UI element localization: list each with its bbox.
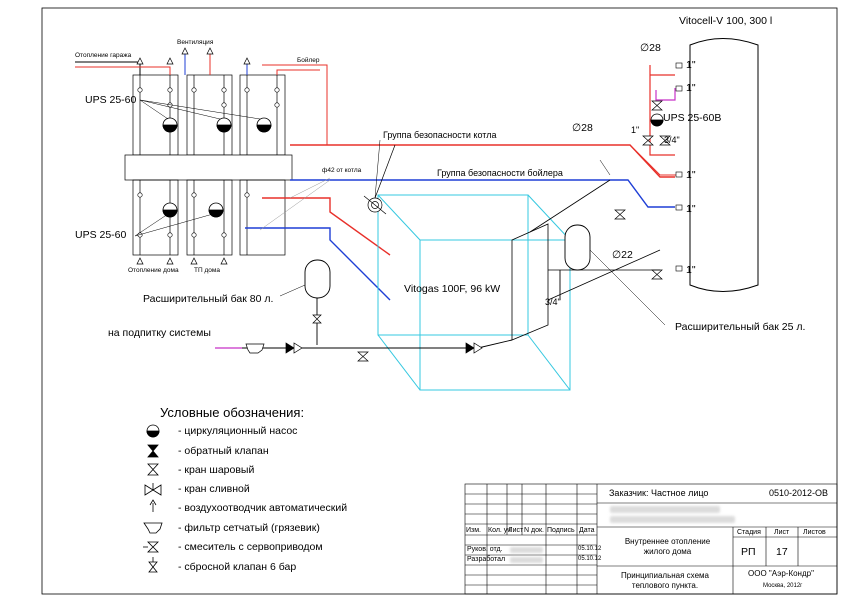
legend-icons [143, 424, 163, 573]
company-name: ООО "Аэр-Кондр" [748, 569, 814, 578]
annotation-leaders [259, 139, 666, 326]
drawing-frame [41, 7, 838, 595]
legend-title: Условные обозначения: [160, 405, 305, 420]
address-redacted [610, 516, 735, 523]
address-redacted [610, 506, 720, 513]
drain-valve-icon [144, 483, 162, 496]
inch-label: 1" [686, 203, 696, 215]
vitocell-tank [689, 38, 759, 292]
ups-label-top: UPS 25-60 [85, 94, 137, 106]
heating-garage-label: Отопление гаража [75, 52, 132, 59]
stage-header: Стадия [737, 529, 761, 536]
role-label: Разработал [467, 556, 506, 563]
tank-lines [649, 65, 676, 156]
expansion-tank-25 [564, 224, 591, 271]
servo-mixer-icon [143, 541, 159, 553]
inch-label: 1" [686, 59, 696, 71]
tank-ports [675, 62, 683, 272]
legend-item: - циркуляционный насос [178, 425, 298, 437]
role-label: Руков. отд. [467, 546, 503, 553]
ups-label-bottom: UPS 25-60 [75, 229, 127, 241]
arrow-icon [136, 47, 251, 265]
date-field: 05.10.12 [578, 546, 602, 552]
tp-house-label: ТП дома [194, 267, 220, 274]
heating-house-label: Отопление дома [128, 267, 179, 274]
phi28-label-a: ∅28 [640, 42, 661, 54]
legend-item: - кран сливной [178, 483, 250, 495]
inch-label: 1" [686, 82, 696, 94]
legend-item: - сбросной клапан 6 бар [178, 561, 297, 573]
inch-label: 1" [686, 264, 696, 276]
tb-header: N док. [524, 527, 544, 534]
relief-valve-icon [148, 557, 158, 573]
boiler-safety-frame [511, 179, 661, 341]
expansion-tank-80 [304, 259, 331, 299]
signature-redacted [510, 557, 543, 563]
ball-valve-icon [312, 314, 369, 362]
inch-label: 1" [631, 125, 640, 135]
check-valve-icon [285, 342, 483, 354]
signature-redacted [510, 547, 543, 553]
boiler-tank-safety-group-label: Группа безопасности бойлера [437, 168, 563, 178]
expansion-25-label: Расширительный бак 25 л. [675, 321, 806, 333]
ups-leaders [134, 99, 261, 237]
tb-header: Лист [508, 527, 524, 534]
ball-valve-icon [147, 463, 159, 476]
date-field: 05.10.12 [578, 556, 602, 562]
tank-title: Vitocell-V 100, 300 l [679, 15, 773, 27]
legend-item: - смеситель с сервоприводом [178, 541, 323, 553]
sheets-header: Листов [803, 529, 826, 536]
pump-icon [146, 424, 160, 438]
ball-valve-icon [614, 100, 671, 280]
air-vent-icon [149, 499, 157, 512]
expansion-80-label: Расширительный бак 80 л. [143, 293, 274, 305]
boiler-label: Бойлер [297, 57, 320, 64]
title-block-grid [464, 483, 838, 595]
object-name: Внутреннее отопление жилого дома [624, 537, 711, 556]
doc-code: 0510-2012-ОВ [769, 488, 829, 498]
three-quarter-label: 3/4" [545, 297, 561, 307]
boiler-model-label: Vitogas 100F, 96 kW [404, 283, 501, 295]
tb-header: Кол. уч [488, 527, 511, 534]
collector-fittings [137, 87, 280, 238]
strainer-icon [143, 522, 163, 534]
legend-item: - фильтр сетчатый (грязевик) [178, 522, 320, 534]
inch-label: 1" [686, 169, 696, 181]
customer-field: Заказчик: Частное лицо [609, 488, 709, 498]
vitogas-boiler [377, 194, 571, 391]
phi22-label: ∅22 [612, 249, 633, 261]
tb-header: Изм. [466, 527, 481, 534]
phi28-label-b: ∅28 [572, 122, 593, 134]
sheet-value: 17 [776, 546, 788, 558]
sheet-header: Лист [774, 529, 790, 536]
legend-item: - кран шаровый [178, 464, 255, 476]
phi42-label: ф42 от котла [322, 167, 362, 174]
ups-tank-label: UPS 25-60B [663, 112, 722, 124]
boiler-safety-group-label: Группа безопасности котла [383, 130, 497, 140]
city-year: Москва, 2012г [763, 583, 803, 589]
stage-value: РП [741, 546, 756, 558]
tb-header: Подпись [547, 527, 575, 534]
tb-header: Дата [579, 527, 595, 534]
strainer-icon [245, 343, 265, 354]
drawing-name: Принципиальная схема теплового пункта. [621, 571, 709, 590]
boiler-supply-line [245, 144, 675, 301]
pump-icon [650, 113, 664, 127]
three-quarter-label: 3/4" [664, 135, 680, 145]
pump-icon [162, 117, 272, 218]
makeup-label: на подпитку системы [108, 327, 211, 339]
ventilation-label: Вентиляция [177, 39, 214, 46]
legend-item: - воздухоотводчик автоматический [178, 502, 348, 514]
legend-item: - обратный клапан [178, 445, 269, 457]
check-valve-icon [147, 444, 159, 458]
